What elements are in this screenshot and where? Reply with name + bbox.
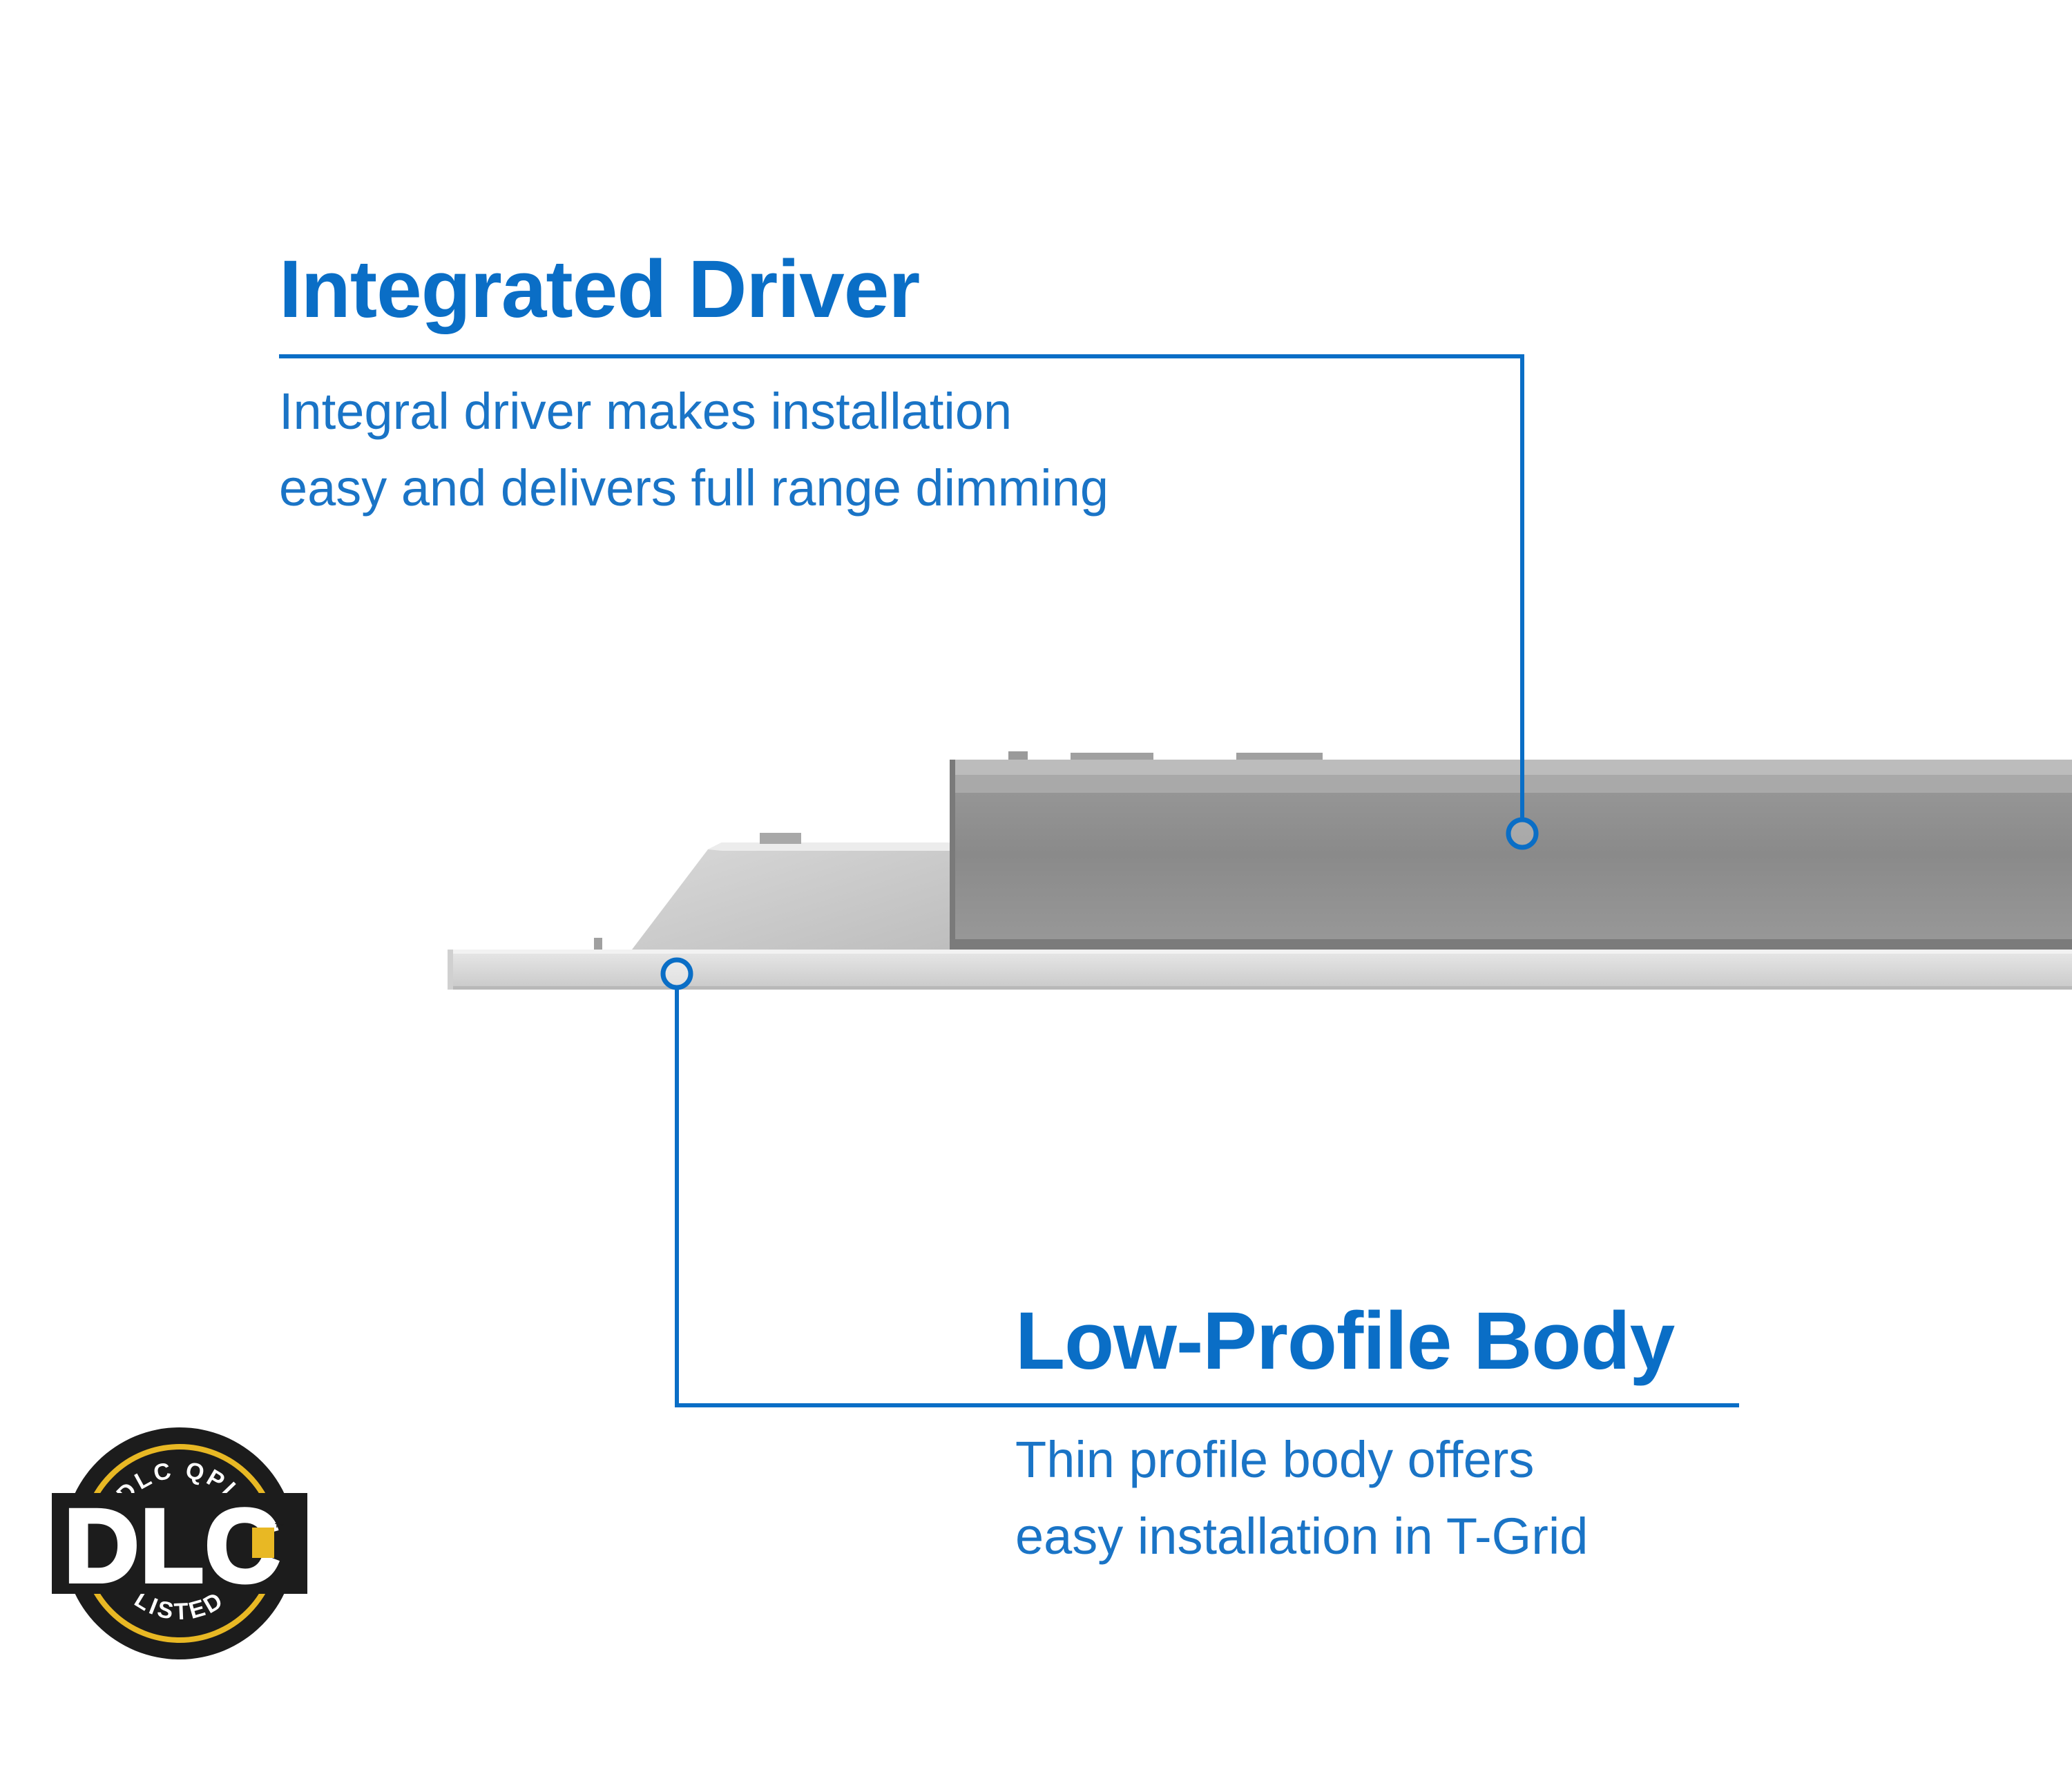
fixture-panel (448, 950, 2072, 990)
dlc-listed-badge: DLC QPL LISTED DLC ™ (52, 1427, 307, 1659)
callout-line-driver (279, 354, 1539, 850)
description-line: Thin profile body offers (1015, 1431, 1535, 1488)
description-line: Integral driver makes installation (279, 383, 1013, 440)
driver-box (950, 751, 2072, 950)
callout-line-body (660, 957, 1739, 1407)
fixture-housing-ramp (594, 833, 967, 950)
feature-description-integrated-driver: Integral driver makes installation easy … (279, 373, 1109, 526)
description-line: easy installation in T-Grid (1015, 1508, 1589, 1565)
dlc-badge-center-text: DLC (64, 1487, 281, 1604)
feature-description-low-profile-body: Thin profile body offers easy installati… (1015, 1421, 1588, 1574)
description-line: easy and delivers full range dimming (279, 459, 1109, 517)
feature-title-low-profile-body: Low-Profile Body (1015, 1296, 1675, 1387)
dlc-badge-trademark: ™ (273, 1521, 288, 1539)
feature-title-integrated-driver: Integrated Driver (279, 244, 920, 335)
